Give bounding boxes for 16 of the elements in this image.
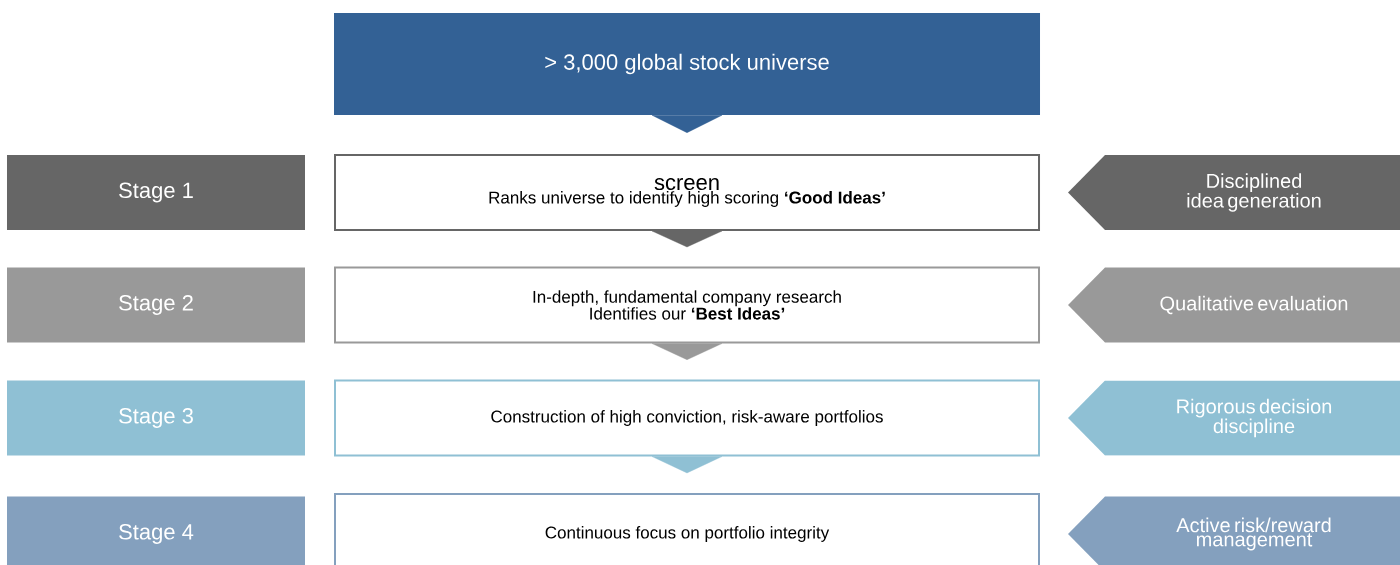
chevron-arrow xyxy=(651,230,723,248)
chevron-arrow xyxy=(651,115,723,133)
stage-box: Stage 2 xyxy=(7,267,305,343)
process-box: screen Ranks universe to identify high scoring ‘Good Ideas’ xyxy=(334,154,1040,231)
process-box: In-depth, fundamental company research Identifies our ‘Best Ideas’ xyxy=(334,266,1040,344)
pointer-tag: Disciplined idea generation xyxy=(1068,155,1400,230)
chevron-arrow xyxy=(651,456,723,474)
pointer-tag: Qualitative evaluation xyxy=(1068,267,1400,343)
process-box: Construction of high conviction, risk-aware portfolios xyxy=(334,379,1040,457)
stage-box: Stage 1 xyxy=(7,155,305,230)
process-box: Continuous focus on portfolio integrity xyxy=(334,493,1040,565)
pointer-tag: Rigorous decision discipline xyxy=(1068,380,1400,456)
stage-box: Stage 4 xyxy=(7,496,305,565)
chevron-arrow xyxy=(651,343,723,360)
stage-box: Stage 3 xyxy=(7,380,305,456)
pointer-tag: Active risk/reward management xyxy=(1068,496,1400,565)
